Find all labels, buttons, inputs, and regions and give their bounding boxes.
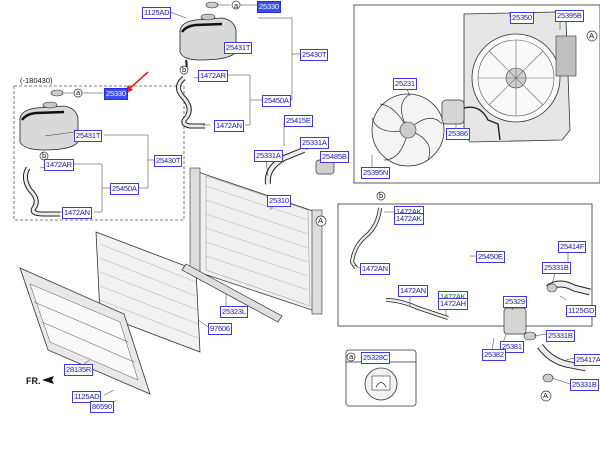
label-25395b[interactable]: 25395B [555, 10, 584, 22]
label-1472an-c[interactable]: 1472AN [398, 285, 428, 297]
fan-motor [441, 99, 501, 141]
label-25330-highlighted[interactable]: 25330 [104, 88, 128, 100]
reservoir-tank-top [179, 13, 237, 75]
circle-A-fan: A [589, 31, 595, 40]
circle-b-mid: b [42, 151, 47, 160]
label-25414f[interactable]: 25414F [558, 241, 587, 253]
label-25450e[interactable]: 25450E [476, 251, 505, 263]
hose-top [176, 76, 205, 129]
label-25431t-mid[interactable]: 25431T [74, 130, 103, 142]
label-25331a-left[interactable]: 25331A [254, 150, 283, 162]
air-guard [19, 267, 151, 395]
label-25329[interactable]: 25329 [503, 296, 527, 308]
label-1472ah[interactable]: 1472AH [438, 298, 468, 310]
legend-frame [345, 349, 417, 407]
label-1472an-b[interactable]: 1472AN [360, 263, 390, 275]
label-25331b-bottom[interactable]: 25331B [570, 379, 599, 391]
hose-b-group [349, 207, 449, 320]
label-1125gd[interactable]: 1125GD [566, 305, 597, 317]
label-1472an-top[interactable]: 1472AN [214, 120, 244, 132]
label-1125ad[interactable]: 1125AD [142, 7, 172, 19]
fan-shroud [463, 11, 577, 143]
variant-frame [13, 85, 185, 221]
hose-mid [22, 166, 60, 217]
label-25485b[interactable]: 25485B [320, 151, 349, 163]
label-1472an-mid[interactable]: 1472AN [62, 207, 92, 219]
circle-b-group: b [379, 191, 384, 200]
label-25430t-top[interactable]: 25430T [300, 49, 329, 61]
front-label: FR. [26, 376, 41, 386]
circle-a-top: a [234, 1, 239, 10]
label-25382[interactable]: 25382 [482, 349, 506, 361]
label-25430t-mid[interactable]: 25430T [154, 155, 183, 167]
front-arrow-icon [42, 376, 54, 384]
label-25431t-top[interactable]: 25431T [224, 42, 253, 54]
label-25395n[interactable]: 25395N [361, 167, 391, 179]
label-25310[interactable]: 25310 [267, 195, 291, 207]
radiator-hose-upper [264, 147, 306, 185]
label-1125ad-bottom[interactable]: 1125AD [72, 391, 102, 403]
circle-A-lower: A [543, 391, 549, 400]
circle-b-top: b [182, 65, 187, 74]
circle-A-radiator: A [318, 216, 324, 225]
label-25450a-top[interactable]: 25450A [262, 95, 291, 107]
fan-blade [371, 93, 445, 167]
label-25323l[interactable]: 25323L [220, 306, 248, 318]
fan-group-frame [353, 4, 600, 184]
label-25381[interactable]: 25381 [500, 341, 524, 353]
label-25331a-right[interactable]: 25331A [300, 137, 329, 149]
label-25231[interactable]: 25231 [393, 78, 417, 90]
label-25331b-mid[interactable]: 25331B [546, 330, 575, 342]
circle-a-legend: a [349, 352, 354, 361]
label-25417a[interactable]: 25417A [574, 354, 600, 366]
label-86590[interactable]: 86590 [90, 401, 114, 413]
label-25415e[interactable]: 25415E [284, 115, 313, 127]
label-1472ar-top[interactable]: 1472AR [198, 70, 228, 82]
label-25330-top[interactable]: 25330 [257, 1, 281, 13]
label-97606[interactable]: 97606 [208, 323, 232, 335]
variant-note: (-180430) [20, 76, 53, 85]
seal-strip [181, 263, 283, 323]
hose-group-frame [337, 203, 593, 327]
label-25386[interactable]: 25386 [446, 128, 470, 140]
label-25331b-top[interactable]: 25331B [542, 262, 571, 274]
circle-a-mid: a [76, 88, 81, 97]
reservoir-tank-mid [19, 101, 79, 151]
label-1472ak-b[interactable]: 1472AK [394, 213, 424, 225]
label-1472ar-mid[interactable]: 1472AR [44, 159, 74, 171]
label-25450a-mid[interactable]: 25450A [110, 183, 139, 195]
label-25328c[interactable]: 25328C [361, 352, 391, 364]
thermostat-housing [503, 307, 527, 335]
radiator [189, 167, 323, 315]
label-25350[interactable]: 25350 [510, 12, 534, 24]
label-28135r[interactable]: 28135R [64, 364, 94, 376]
